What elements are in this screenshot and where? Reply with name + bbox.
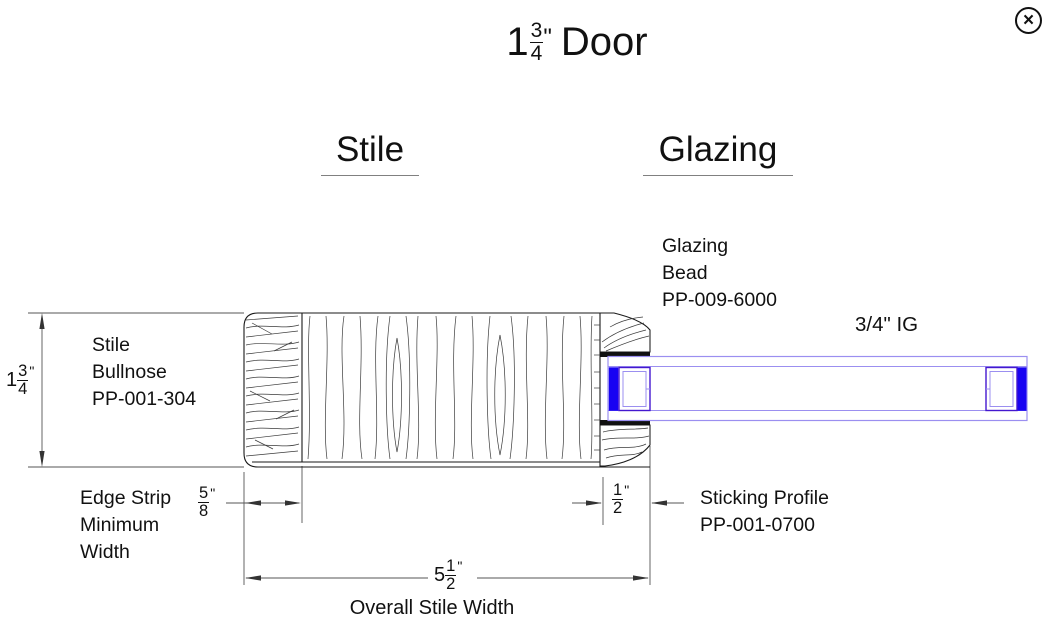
- dim-sticking: 1 2 ": [612, 482, 629, 517]
- ig-outer-glass: [607, 355, 1028, 422]
- title-whole: 1: [506, 20, 529, 65]
- callout-sticking-profile: Sticking Profile PP-001-0700: [700, 487, 829, 536]
- close-icon: ×: [1022, 10, 1035, 31]
- title-inch-mark: ": [543, 24, 552, 51]
- dim-overall: 5 1 2 ": [434, 557, 463, 593]
- dimension-arrowheads: [39, 313, 667, 581]
- callout-stile-bullnose: Stile Bullnose PP-001-304: [92, 334, 197, 410]
- glazing-bead-grain: [601, 316, 650, 459]
- caption-overall-stile-width: Overall Stile Width: [349, 597, 515, 619]
- edge-strip-grain: [245, 315, 300, 457]
- dim-sticking-fraction: 1 2: [612, 481, 624, 517]
- dim-thickness-fraction: 3 4: [17, 362, 29, 398]
- callout-ig: 3/4" IG: [855, 313, 919, 336]
- stile-outline: [243, 312, 601, 468]
- dim-edge-strip-inch-mark: ": [210, 485, 216, 501]
- dim-overall-fraction: 1 2: [445, 557, 457, 593]
- section-header-stile: Stile: [321, 130, 419, 176]
- close-button[interactable]: ×: [1015, 7, 1042, 34]
- dimension-lines: [28, 312, 684, 585]
- title-fraction: 3 4: [529, 19, 544, 66]
- glazing-rabbet-bars: [600, 352, 650, 425]
- page-title: 1 3 4 " Door: [427, 19, 727, 66]
- ig-unit: [607, 355, 1028, 422]
- stile-body-grain: [307, 315, 600, 460]
- dim-thickness-inch-mark: ": [29, 363, 35, 379]
- ig-left-sealant: [608, 367, 619, 411]
- dim-thickness: 1 3 4 ": [6, 362, 35, 398]
- callout-edge-strip: Edge Strip Minimum Width: [80, 487, 172, 563]
- glazing-bead-profile: [600, 312, 651, 468]
- callout-glazing-bead: Glazing Bead PP-009-6000: [662, 235, 777, 311]
- ig-left-spacer: [618, 366, 651, 412]
- dim-overall-inch-mark: ": [457, 558, 463, 574]
- ig-right-spacer: [985, 366, 1018, 412]
- dim-sticking-inch-mark: ": [624, 482, 630, 498]
- ig-right-sealant: [1017, 367, 1027, 411]
- dim-edge-strip: 5 8 ": [198, 485, 215, 520]
- title-suffix: Door: [560, 20, 648, 65]
- dim-edge-strip-fraction: 5 8: [198, 484, 210, 520]
- section-header-glazing: Glazing: [643, 130, 793, 176]
